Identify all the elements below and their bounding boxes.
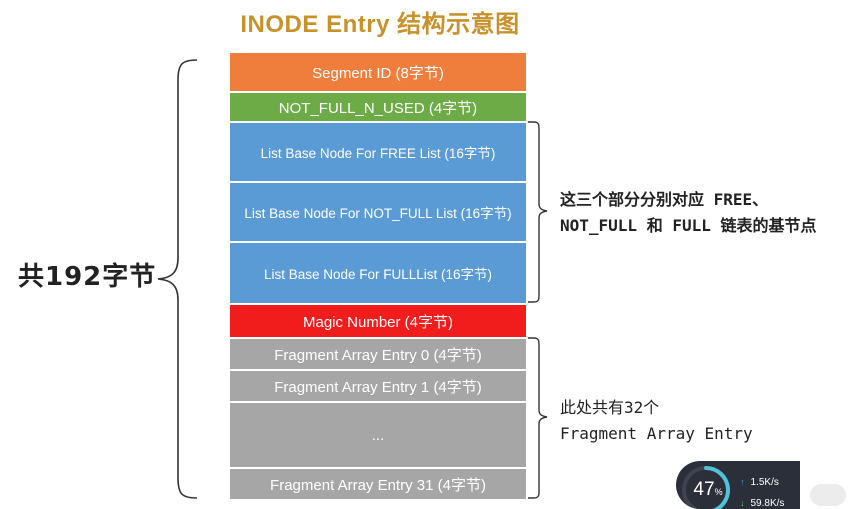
diagram-title: INODE Entry 结构示意图	[240, 11, 520, 38]
total-size-label: 共192字节	[18, 262, 157, 292]
full-list-base-node-block: List Base Node For FULLList (16字节)	[229, 242, 527, 304]
download-arrow-icon: ↓	[740, 498, 745, 508]
fragment-entry-0-block: Fragment Array Entry 0 (4字节)	[229, 338, 527, 370]
free-list-base-node-block: List Base Node For FREE List (16字节)	[229, 122, 527, 182]
usage-percent-unit: %	[714, 487, 723, 497]
fragment-entries-annotation: 此处共有32个 Fragment Array Entry	[560, 395, 753, 447]
upload-speed: ↑ 1.5K/s	[740, 477, 779, 488]
upload-speed-value: 1.5	[750, 477, 765, 488]
fragment-ellipsis-block: ...	[229, 402, 527, 468]
download-speed-value: 59.8	[750, 498, 770, 509]
fragment-entry-1-block: Fragment Array Entry 1 (4字节)	[229, 370, 527, 402]
widget-toggle-handle[interactable]	[810, 484, 846, 506]
not-full-list-base-node-block: List Base Node For NOT_FULL List (16字节)	[229, 182, 527, 242]
usage-percent: 47%	[686, 479, 730, 501]
total-brace	[157, 59, 198, 499]
list-nodes-annotation-line-2: NOT_FULL 和 FULL 链表的基节点	[560, 216, 817, 235]
network-speed-widget[interactable]: 47% ↑1.5K/s ↓59.8K/s	[676, 461, 800, 509]
upload-speed-unit: K/s	[764, 477, 779, 488]
fragment-entries-bracket	[528, 337, 548, 499]
segment-id-block: Segment ID (8字节)	[229, 52, 527, 92]
list-nodes-annotation-line-1: 这三个部分分别对应 FREE、	[560, 190, 769, 209]
download-speed: ↓ 59.8K/s	[740, 498, 784, 509]
usage-percent-value: 47	[693, 479, 715, 500]
magic-number-block: Magic Number (4字节)	[229, 304, 527, 338]
download-speed-unit: K/s	[769, 498, 785, 509]
not-full-n-used-block: NOT_FULL_N_USED (4字节)	[229, 92, 527, 122]
fragment-entry-31-block: Fragment Array Entry 31 (4字节)	[229, 468, 527, 500]
fragment-annotation-line-2: Fragment Array Entry	[560, 424, 753, 443]
upload-arrow-icon: ↑	[740, 477, 745, 487]
list-nodes-bracket	[528, 121, 548, 303]
fragment-annotation-line-1: 此处共有32个	[560, 398, 660, 417]
list-nodes-annotation: 这三个部分分别对应 FREE、 NOT_FULL 和 FULL 链表的基节点	[560, 187, 817, 239]
